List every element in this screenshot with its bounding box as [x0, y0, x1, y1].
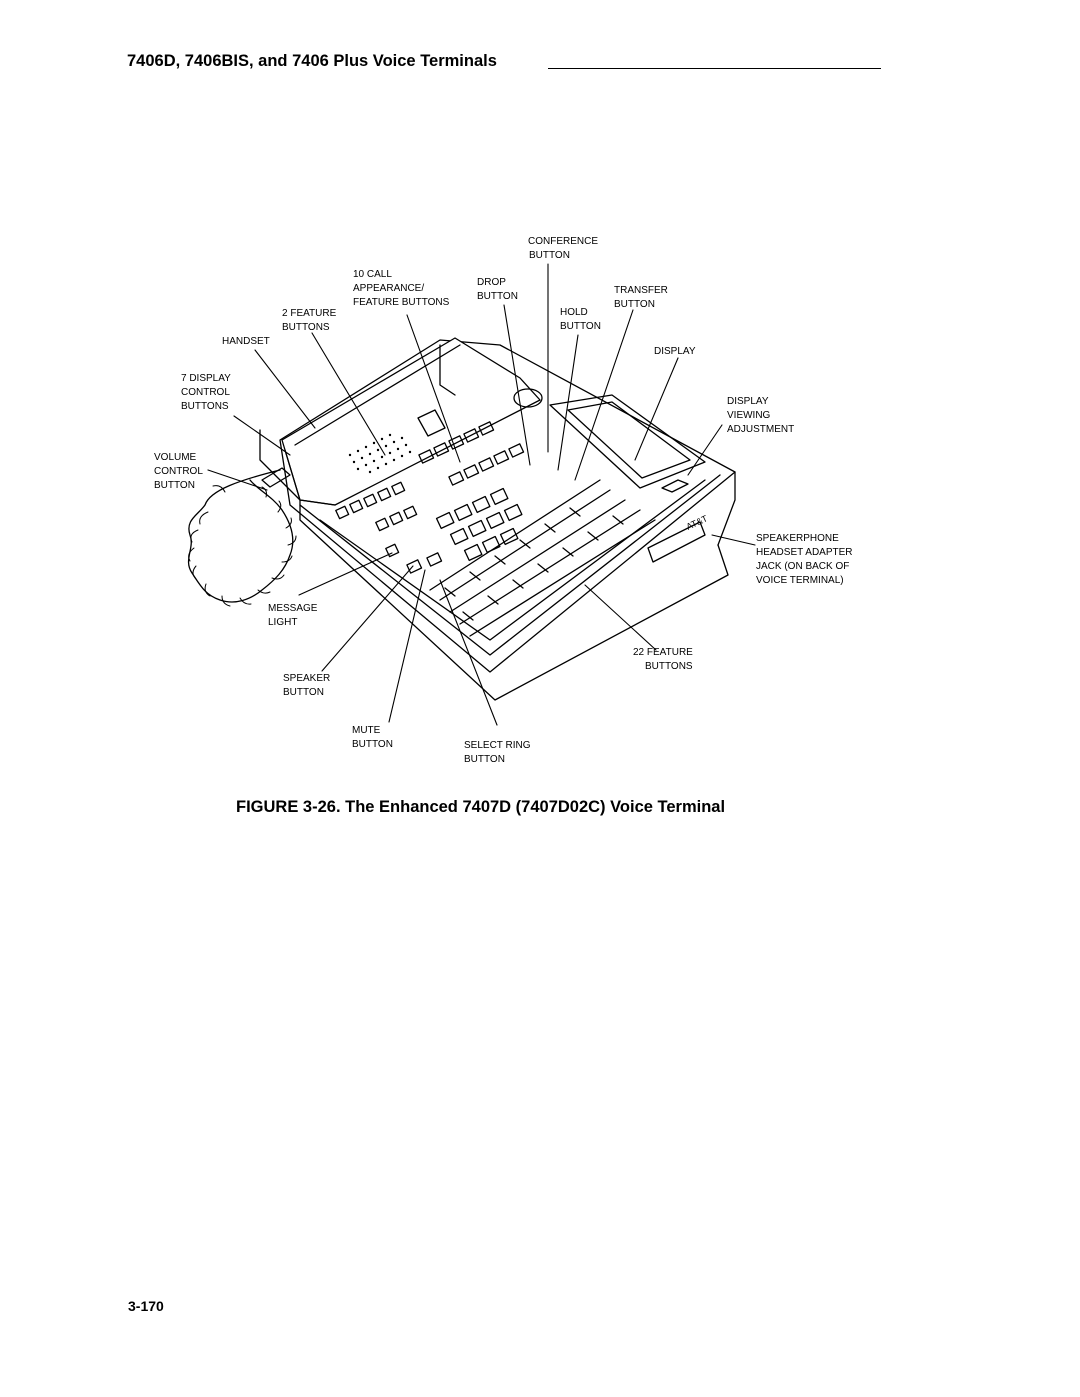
- callout-line: BUTTONS: [282, 322, 330, 333]
- callout-line: JACK (ON BACK OF: [756, 561, 850, 572]
- callout-line: SPEAKERPHONE: [756, 533, 839, 544]
- speaker-grille: [348, 433, 412, 474]
- callout-line: MESSAGE: [268, 603, 318, 614]
- callout-display-viewing-adjustment: DISPLAY VIEWING ADJUSTMENT: [727, 395, 794, 437]
- callout-line: 7 DISPLAY: [181, 373, 231, 384]
- page-header-title: 7406D, 7406BIS, and 7406 Plus Voice Term…: [127, 52, 497, 70]
- header-rule: [548, 68, 881, 69]
- callout-line: HANDSET: [222, 336, 270, 347]
- telephone-illustration: AT&T CONFERENCE BUTTON 10 CALL APPEARANC…: [154, 235, 853, 767]
- display-viewing-knob: [661, 479, 689, 493]
- callout-line: 22 FEATURE: [633, 647, 693, 658]
- headset-jack: [647, 521, 706, 563]
- callout-display: DISPLAY: [654, 345, 696, 359]
- callout-call-appearance-buttons: 10 CALL APPEARANCE/ FEATURE BUTTONS: [353, 268, 449, 310]
- brand-mark: AT&T: [685, 513, 710, 532]
- callout-line: BUTTON: [614, 299, 655, 310]
- callout-line: BUTTON: [352, 739, 393, 750]
- callout-line: CONTROL: [181, 387, 230, 398]
- callout-line: HOLD: [560, 307, 588, 318]
- callout-message-light: MESSAGE LIGHT: [268, 602, 317, 630]
- callout-leaders: [207, 263, 756, 726]
- telephone-drawing: AT&T: [187, 263, 756, 726]
- figure-caption: FIGURE 3-26. The Enhanced 7407D (7407D02…: [236, 798, 726, 816]
- display-control-buttons: [335, 481, 418, 532]
- feature-button-strips: [429, 479, 656, 637]
- mute-button: [426, 552, 443, 567]
- callout-line: SELECT RING: [464, 740, 531, 751]
- callout-line: BUTTON: [560, 321, 601, 332]
- message-light: [385, 543, 400, 558]
- callout-mute-button: MUTE BUTTON: [352, 724, 393, 752]
- page-number: 3-170: [128, 1298, 164, 1314]
- callout-select-ring-button: SELECT RING BUTTON: [464, 739, 531, 767]
- call-appearance-buttons: [418, 421, 525, 486]
- callout-line: BUTTON: [529, 250, 570, 261]
- callout-line: MUTE: [352, 725, 381, 736]
- callout-line: CONFERENCE: [528, 236, 599, 247]
- callout-line: HEADSET ADAPTER: [756, 547, 853, 558]
- callout-two-feature-buttons: 2 FEATURE BUTTONS: [282, 307, 336, 335]
- callout-drop-button: DROP BUTTON: [477, 276, 518, 304]
- dial-pad: [435, 487, 523, 562]
- coiled-cord: [187, 469, 294, 603]
- callout-line: BUTTONS: [181, 401, 229, 412]
- callout-line: APPEARANCE/: [353, 283, 425, 294]
- callout-line: 2 FEATURE: [282, 308, 337, 319]
- callout-line: DISPLAY: [654, 346, 696, 357]
- callout-transfer-button: TRANSFER BUTTON: [614, 284, 668, 312]
- callout-line: BUTTON: [464, 754, 505, 765]
- callout-line: CONTROL: [154, 466, 203, 477]
- speaker-button: [406, 559, 423, 574]
- handset: [281, 337, 541, 506]
- callout-line: TRANSFER: [614, 285, 668, 296]
- callout-line: VOLUME: [154, 452, 197, 463]
- display-panel: [549, 394, 706, 489]
- callout-twentytwo-feature-buttons: 22 FEATURE BUTTONS: [633, 646, 693, 674]
- callout-line: SPEAKER: [283, 673, 331, 684]
- callout-line: BUTTON: [283, 687, 324, 698]
- callout-line: DROP: [477, 277, 506, 288]
- callout-line: LIGHT: [268, 617, 298, 628]
- callout-display-control-buttons: 7 DISPLAY CONTROL BUTTONS: [181, 372, 231, 414]
- callout-speaker-button: SPEAKER BUTTON: [283, 672, 330, 700]
- callout-conference-button: CONFERENCE BUTTON: [528, 235, 598, 263]
- callout-line: BUTTON: [477, 291, 518, 302]
- callout-line: DISPLAY: [727, 396, 769, 407]
- callout-line: 10 CALL: [353, 269, 392, 280]
- callout-hold-button: HOLD BUTTON: [560, 306, 601, 334]
- callout-speakerphone-headset-jack: SPEAKERPHONE HEADSET ADAPTER JACK (ON BA…: [756, 532, 853, 588]
- callout-line: VOICE TERMINAL): [756, 575, 844, 586]
- callout-volume-control-button: VOLUME CONTROL BUTTON: [154, 451, 203, 493]
- callout-line: BUTTON: [154, 480, 195, 491]
- terminal-body: [279, 339, 736, 673]
- callout-line: BUTTONS: [645, 661, 693, 672]
- callout-handset: HANDSET: [222, 335, 270, 349]
- callout-line: VIEWING: [727, 410, 771, 421]
- callout-line: ADJUSTMENT: [727, 424, 795, 435]
- callout-line: FEATURE BUTTONS: [353, 297, 450, 308]
